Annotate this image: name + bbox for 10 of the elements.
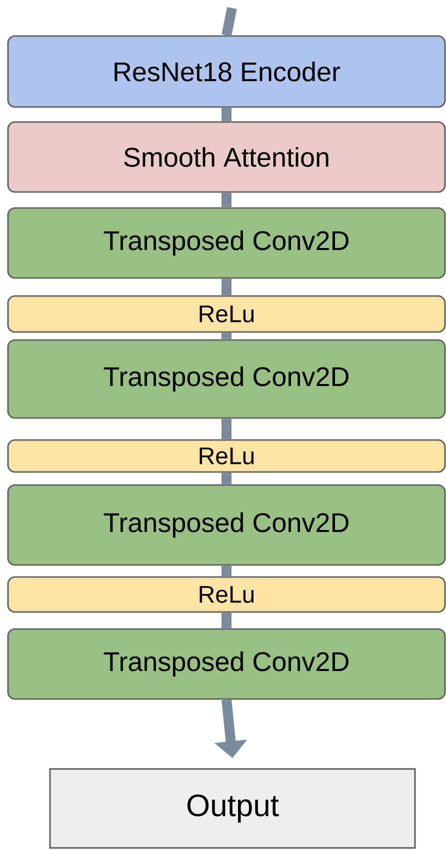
layer-box: Transposed Conv2D xyxy=(7,207,446,279)
activation-box: ReLu xyxy=(7,439,446,473)
output-box: Output xyxy=(49,768,416,849)
encoder-box: ResNet18 Encoder xyxy=(7,35,446,108)
layer-box: Transposed Conv2D xyxy=(7,628,446,700)
layer-box: Transposed Conv2D xyxy=(7,484,446,566)
activation-box: ReLu xyxy=(7,295,446,333)
activation-box: ReLu xyxy=(7,576,446,613)
layer-box: Transposed Conv2D xyxy=(7,339,446,419)
attention-box: Smooth Attention xyxy=(7,121,446,193)
